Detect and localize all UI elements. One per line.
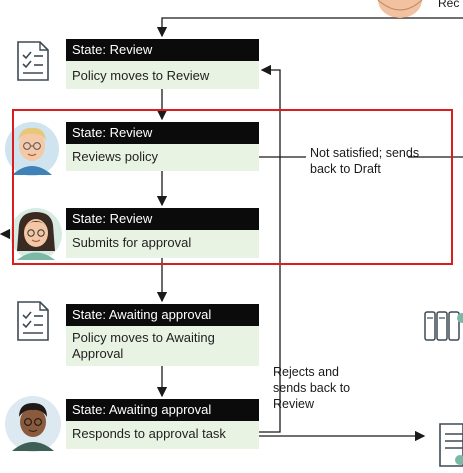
step-text: Policy moves to Awaiting Approval bbox=[66, 326, 259, 366]
step-submits-for-approval: State: Review Submits for approval bbox=[66, 208, 259, 258]
rejects-loop-line bbox=[259, 64, 281, 433]
top-avatar-icon bbox=[374, 0, 426, 25]
state-label: State: Awaiting approval bbox=[66, 399, 259, 421]
top-cut-label: Rec bbox=[438, 0, 460, 10]
submitter-avatar-icon bbox=[9, 207, 63, 266]
step-policy-moves-to-review: State: Review Policy moves to Review bbox=[66, 39, 259, 89]
step-text: Responds to approval task bbox=[66, 421, 259, 449]
checklist-icon bbox=[14, 40, 50, 87]
reviewer-avatar-icon bbox=[4, 121, 60, 182]
document-icon bbox=[436, 420, 463, 473]
top-incoming-line bbox=[156, 17, 463, 38]
state-label: State: Review bbox=[66, 208, 259, 230]
checklist-icon bbox=[14, 300, 50, 347]
step-policy-moves-to-awaiting-approval: State: Awaiting approval Policy moves to… bbox=[66, 304, 259, 366]
rejects-note: Rejects and sends back to Review bbox=[273, 365, 351, 411]
step-text: Reviews policy bbox=[66, 144, 259, 171]
binders-icon bbox=[423, 308, 463, 347]
step-reviews-policy: State: Review Reviews policy bbox=[66, 122, 259, 171]
step-text: Submits for approval bbox=[66, 230, 259, 258]
not-satisfied-note: Not satisfied; sends back to Draft bbox=[310, 146, 420, 176]
highlight-frame bbox=[12, 109, 453, 265]
step-text: Policy moves to Review bbox=[66, 61, 259, 89]
step-responds-to-approval-task: State: Awaiting approval Responds to app… bbox=[66, 399, 259, 449]
state-label: State: Review bbox=[66, 122, 259, 144]
approver-avatar-icon bbox=[4, 395, 62, 458]
state-label: State: Awaiting approval bbox=[66, 304, 259, 326]
state-label: State: Review bbox=[66, 39, 259, 61]
